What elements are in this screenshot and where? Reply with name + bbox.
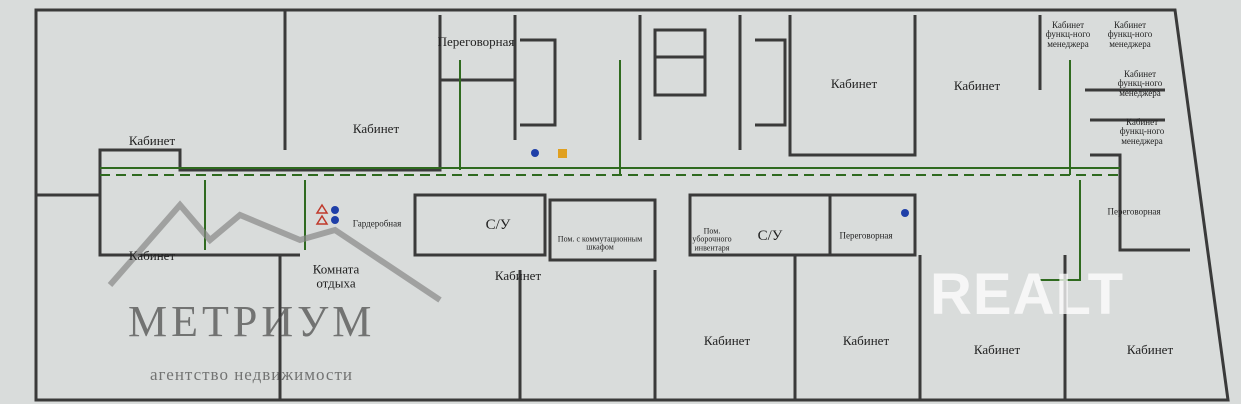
room-label: С/У bbox=[485, 217, 511, 234]
room-label: Пом. с коммутационным шкафом bbox=[557, 234, 643, 252]
room-label: Кабинет bbox=[352, 121, 400, 137]
metrium-logo-mark bbox=[107, 200, 442, 303]
room-label: Кабинет функц-ного менеджера bbox=[1119, 116, 1165, 146]
room-label: Переговорная bbox=[437, 34, 515, 50]
watermark-realt: REALT bbox=[930, 262, 1125, 327]
room-label: Кабинет функц-ного менеджера bbox=[1117, 68, 1163, 98]
room-label: Кабинет bbox=[128, 133, 176, 149]
room-label: Кабинет функц-ного менеджера bbox=[1107, 19, 1153, 49]
watermark-agency-tagline: агентство недвижимости bbox=[150, 365, 353, 384]
room-label: Кабинет bbox=[973, 342, 1021, 358]
room-label: Гардеробная bbox=[352, 218, 402, 229]
room-label: Кабинет bbox=[842, 333, 890, 349]
fire-equipment bbox=[315, 149, 909, 225]
room-label: Кабинет bbox=[1126, 342, 1174, 358]
outer-wall bbox=[34, 8, 1230, 402]
room-label: Пом. уборочного инвентаря bbox=[692, 226, 732, 253]
room-label: Кабинет bbox=[953, 78, 1001, 94]
room-label: С/У bbox=[757, 228, 783, 245]
room-label: Кабинет bbox=[703, 333, 751, 349]
room-label: Переговорная bbox=[839, 230, 893, 241]
room-label: Кабинет функц-ного менеджера bbox=[1045, 19, 1091, 49]
room-label: Кабинет bbox=[128, 248, 176, 264]
room-label: Кабинет bbox=[830, 76, 878, 92]
room-label: Комната отдыха bbox=[312, 261, 360, 290]
room-label: Кабинет bbox=[494, 268, 542, 284]
room-label: Переговорная bbox=[1107, 206, 1161, 217]
watermark-agency-name: МЕТРИУМ bbox=[128, 297, 376, 346]
